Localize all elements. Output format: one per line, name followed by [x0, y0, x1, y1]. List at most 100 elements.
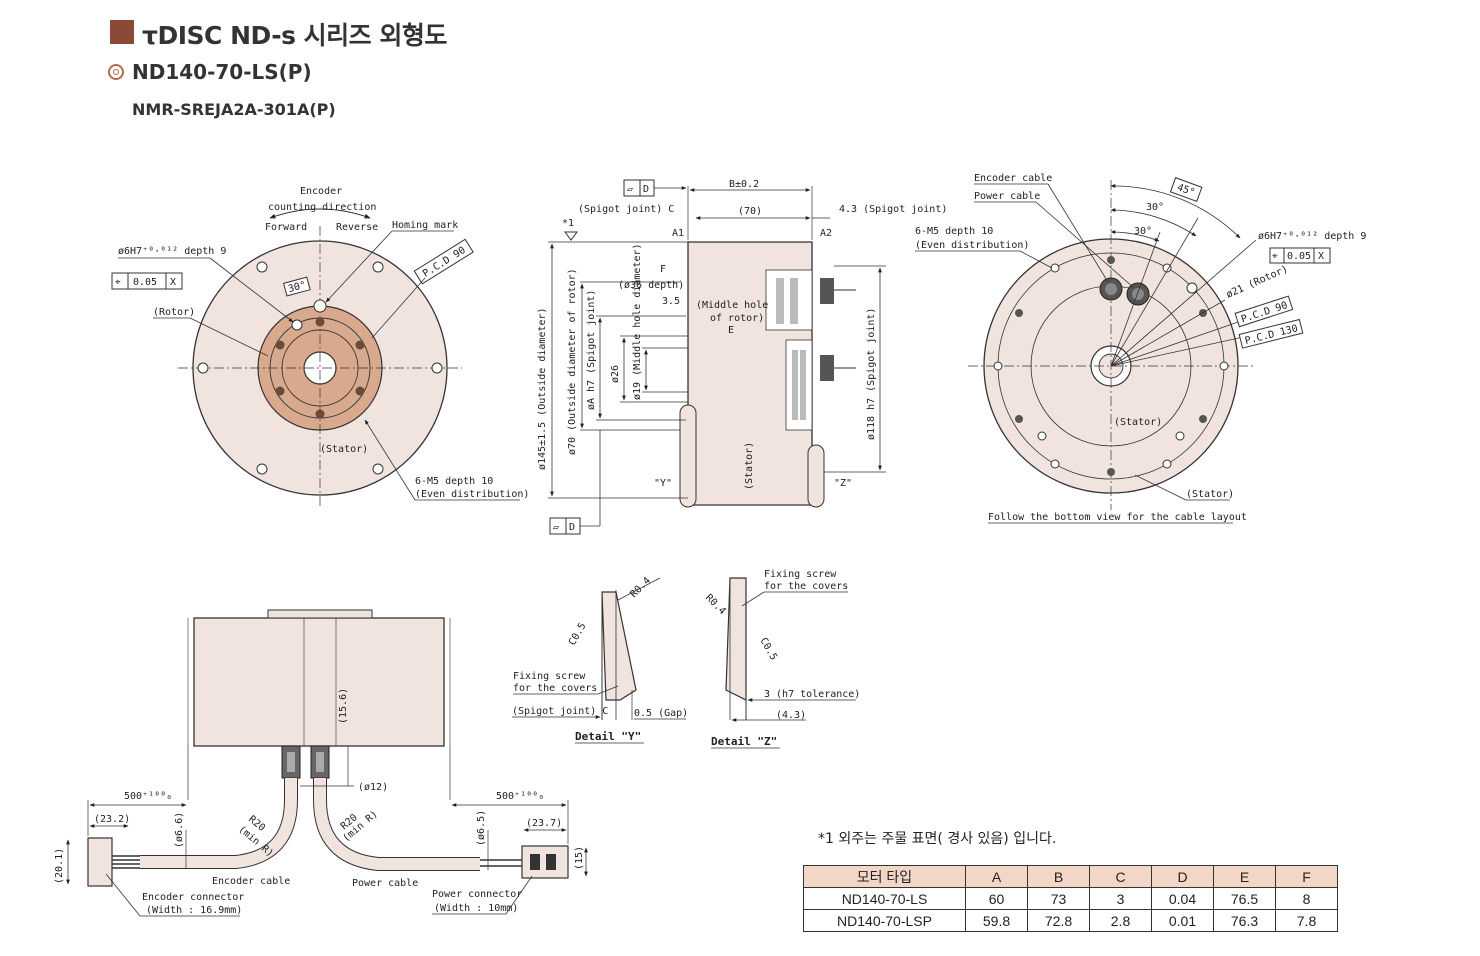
flatness-symbol: ▱	[627, 184, 633, 195]
table-cell: 60	[965, 887, 1028, 910]
table-cell: ND140-70-LS	[803, 887, 966, 910]
bottom-hole-label: ø6H7⁺⁰·⁰¹² depth 9	[1258, 231, 1366, 242]
reverse-label: Reverse	[336, 222, 378, 233]
z-r04-label: R0.4	[703, 592, 728, 617]
table-cell: 0.01	[1151, 909, 1214, 932]
tol-a1-label: A1	[672, 228, 684, 239]
side-stator-label: (Stator)	[744, 442, 755, 490]
y-spigot-label: (Spigot joint) C	[512, 706, 608, 717]
outside-dia-label: ø145±1.5 (Outside diameter)	[537, 307, 548, 470]
front-m5-dist: (Even distribution)	[415, 489, 529, 500]
bottom-view: 45° 30° 30° Encoder cable Power cable 6-…	[915, 173, 1366, 524]
col-header: B	[1027, 865, 1090, 888]
d66-label: (ø6.6)	[174, 812, 185, 848]
y-screw-label: Fixing screw	[513, 671, 586, 682]
dim-b-label: B±0.2	[729, 179, 759, 190]
col-header: D	[1151, 865, 1214, 888]
rotor-label: (Rotor)	[153, 307, 195, 318]
d65-label: (ø6.5)	[476, 810, 487, 846]
middle-hole-label: (Middle hole	[696, 300, 768, 311]
model-name: ND140-70-LS(P)	[132, 60, 312, 84]
of-rotor-label: of rotor)	[710, 313, 764, 324]
label-f: F	[660, 264, 666, 275]
front-hole-label: ø6H7⁺⁰·⁰¹² depth 9	[118, 246, 226, 257]
bottom-tol-ref: X	[1318, 251, 1324, 262]
table-cell: 8	[1275, 887, 1338, 910]
front-tol-value: 0.05	[133, 277, 157, 288]
table-row: ND140-70-LSP 59.8 72.8 2.8 0.01 76.3 7.8	[803, 909, 1338, 932]
col-header: A	[965, 865, 1028, 888]
col-header: 모터 타입	[803, 865, 966, 888]
table-cell: 76.3	[1213, 909, 1276, 932]
table-cell: 0.04	[1151, 887, 1214, 910]
z-h7-label: 3 (h7 tolerance)	[764, 689, 860, 700]
page-title: τDISC ND-s 시리즈 외형도	[142, 21, 447, 50]
table-cell: 2.8	[1089, 909, 1152, 932]
model-bullet-icon	[108, 64, 124, 80]
tol-a2-label: A2	[820, 228, 832, 239]
casting-note: *1 외주는 주물 표면( 경사 있음) 입니다.	[818, 831, 1057, 847]
side-view: B±0.2 (70) 4.3 (Spigot joint) ▱ D ▱ D (S…	[537, 179, 947, 535]
flat-ref-bottom: D	[569, 522, 575, 533]
title-marker	[110, 20, 134, 44]
front-angle-label: 30°	[287, 280, 307, 295]
detail-z: Fixing screw for the covers R0.4 C0.5 3 …	[703, 569, 860, 749]
len-right-label: 500⁺¹⁰⁰₀	[496, 791, 544, 802]
y-gap-label: 0.5 (Gap)	[634, 708, 688, 719]
len-left-label: 500⁺¹⁰⁰₀	[124, 791, 172, 802]
detail-z-title: Detail "Z"	[711, 735, 777, 748]
flatness-symbol-bottom: ▱	[553, 522, 559, 533]
angle-30b-label: 30°	[1134, 226, 1152, 237]
spigot-c-label: (Spigot joint) C	[578, 204, 674, 215]
front-m5-label: 6-M5 depth 10	[415, 476, 493, 487]
phi-a-label: øA h7 (Spigot joint)	[586, 290, 597, 410]
d201-label: (20.1)	[54, 848, 65, 884]
z-screw-label: Fixing screw	[764, 569, 837, 580]
z-43-label: (4.3)	[776, 710, 806, 721]
d237-label: (23.7)	[526, 818, 562, 829]
detail-y-title: Detail "Y"	[575, 730, 641, 743]
col-header: E	[1213, 865, 1276, 888]
depth36-label: (ø36 depth)	[618, 280, 684, 291]
y-marker: "Y"	[654, 478, 672, 489]
pwr-conn-width: (Width : 10mm)	[434, 903, 518, 914]
col-header: F	[1275, 865, 1338, 888]
note-star-marker: *1	[562, 218, 574, 229]
table-cell: 7.8	[1275, 909, 1338, 932]
z-screw-label2: for the covers	[764, 581, 848, 592]
enc-conn-label: Encoder connector	[142, 892, 244, 903]
front-tol-ref: X	[170, 277, 176, 288]
outside-rotor-label: ø70 (Outside diameter of rotor)	[567, 268, 578, 455]
bottom-stator-inner: (Stator)	[1114, 417, 1162, 428]
bottom-rotor-label: ø21 (Rotor)	[1225, 264, 1290, 301]
dim-70-label: (70)	[738, 206, 762, 217]
y-c05-label: C0.5	[567, 621, 589, 647]
position-tol-symbol: ⌖	[115, 277, 121, 288]
flat-ref-top: D	[643, 184, 649, 195]
y-screw-label2: for the covers	[513, 683, 597, 694]
cable-view: 500⁺¹⁰⁰₀ 500⁺¹⁰⁰₀ (23.2) (23.7) (20.1) (…	[54, 609, 588, 917]
phi26-label: ø26	[610, 365, 621, 383]
front-view: Encoder counting direction Forward Rever…	[111, 186, 529, 508]
table-cell: 3	[1089, 887, 1152, 910]
forward-label: Forward	[265, 222, 307, 233]
enc-conn-width: (Width : 16.9mm)	[146, 905, 242, 916]
spec-table: 모터 타입 A B C D E F ND140-70-LS 60 73 3 0.…	[803, 865, 1338, 932]
z-marker: "Z"	[834, 478, 852, 489]
detail-y: R0.4 C0.5 Fixing screw for the covers (S…	[512, 575, 688, 744]
table-cell: 73	[1027, 887, 1090, 910]
d156-label: (15.6)	[338, 688, 349, 724]
enc-cable-label: Encoder cable	[212, 876, 290, 887]
bottom-pwr-cable-label: Power cable	[974, 191, 1040, 202]
table-row: ND140-70-LS 60 73 3 0.04 76.5 8	[803, 887, 1338, 910]
bottom-position-tol-symbol: ⌖	[1272, 251, 1278, 262]
counting-dir-label: counting direction	[268, 202, 376, 213]
bottom-stator-outer: (Stator)	[1186, 489, 1234, 500]
homing-mark-label: Homing mark	[392, 220, 458, 231]
d12-label: (ø12)	[358, 782, 388, 793]
phi118-label: ø118 h7 (Spigot joint)	[866, 308, 877, 440]
col-header: C	[1089, 865, 1152, 888]
phi19-label: ø19 (Middle hole diameter)	[632, 243, 643, 400]
z-c05-label: C0.5	[757, 636, 779, 662]
